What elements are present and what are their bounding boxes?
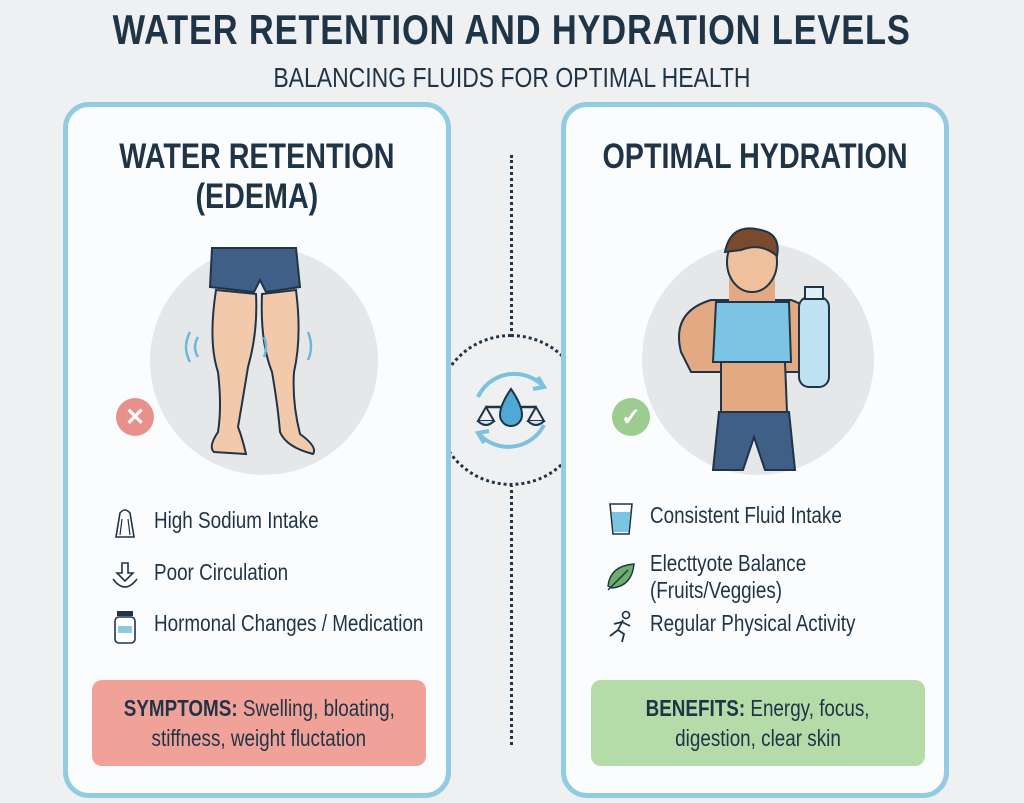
salt-shaker-icon [115,509,135,538]
balance-scale-water-drop-icon [474,371,548,449]
card-title: OPTIMAL HYDRATION [602,137,908,176]
card-subtitle: (EDEMA) [195,177,319,216]
list-item: Regular Physical Activity [604,610,901,644]
page-title: WATER RETENTION AND HYDRATION LEVELS [112,6,912,53]
hydrated-man-illustration [678,227,830,471]
list-item: Electtyote Balance(Fruits/Veggies) [604,550,841,604]
x-icon: ✕ [116,398,154,436]
swollen-legs-illustration [184,247,316,456]
down-arrow-icon [112,562,138,588]
benefits-box: BENEFITS: Energy, focus, digestion, clea… [591,680,925,766]
list-item: Consistent Fluid Intake [604,502,884,536]
water-retention-card: WATER RETENTION (EDEMA) ✕ High Sodium In… [63,102,451,798]
page-subtitle: BALANCING FLUIDS FOR OPTIMAL HEALTH [273,62,751,93]
medicine-bottle-icon [114,611,136,644]
list-item: Poor Circulation [108,559,318,593]
leaf-icon [607,563,635,591]
check-icon: ✓ [612,398,650,436]
water-glass-icon [609,503,633,535]
symptoms-box: SYMPTOMS: Swelling, bloating, stiffness,… [92,680,426,766]
list-item: High Sodium Intake [108,507,355,541]
card-title: WATER RETENTION [119,137,395,176]
optimal-hydration-card: OPTIMAL HYDRATION ✓ Consistent Fluid Int… [561,102,949,798]
list-item: Hormonal Changes / Medication [108,610,483,644]
running-person-icon [609,610,631,643]
